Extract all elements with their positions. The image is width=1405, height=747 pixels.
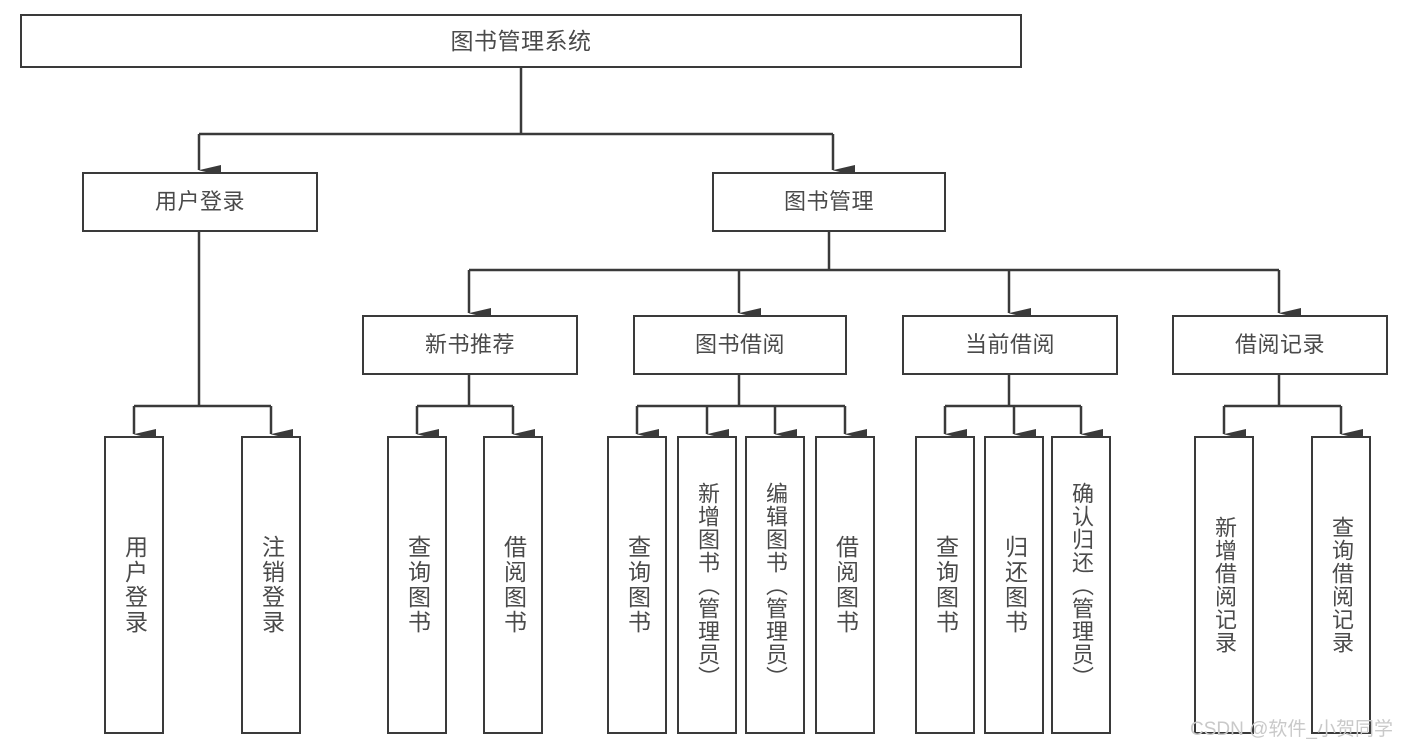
node-leaf-add-book[interactable]: 新增图书（管理员） [677,436,737,734]
node-root-label: 图书管理系统 [450,27,592,54]
node-leaf-borrow-book-2-label: 借阅图书 [832,535,859,635]
node-new-book-rec[interactable]: 新书推荐 [362,315,578,375]
node-leaf-confirm-return[interactable]: 确认归还（管理员） [1051,436,1111,734]
node-new-book-rec-label: 新书推荐 [424,332,515,358]
node-current-borrow[interactable]: 当前借阅 [902,315,1118,375]
node-borrow-record-label: 借阅记录 [1234,332,1325,358]
node-leaf-user-logout[interactable]: 注销登录 [241,436,301,734]
node-leaf-borrow-book-1[interactable]: 借阅图书 [483,436,543,734]
csdn-watermark: CSDN @软件_小贺同学 [1190,719,1393,740]
node-borrow-record[interactable]: 借阅记录 [1172,315,1388,375]
node-leaf-query-record-label: 查询借阅记录 [1329,516,1354,654]
node-leaf-return-book[interactable]: 归还图书 [984,436,1044,734]
node-leaf-borrow-book-1-label: 借阅图书 [500,535,527,635]
node-book-manage-label: 图书管理 [783,189,874,215]
node-leaf-borrow-book-2[interactable]: 借阅图书 [815,436,875,734]
node-root[interactable]: 图书管理系统 [20,14,1022,68]
node-leaf-edit-book[interactable]: 编辑图书（管理员） [745,436,805,734]
node-user-login[interactable]: 用户登录 [82,172,318,232]
node-leaf-add-record-label: 新增借阅记录 [1212,516,1237,654]
node-user-login-label: 用户登录 [154,189,245,215]
node-leaf-confirm-return-label: 确认归还（管理员） [1069,481,1094,689]
node-leaf-user-logout-label: 注销登录 [258,535,285,635]
node-leaf-query-book-2[interactable]: 查询图书 [607,436,667,734]
node-leaf-query-record[interactable]: 查询借阅记录 [1311,436,1371,734]
node-leaf-query-book-3[interactable]: 查询图书 [915,436,975,734]
node-leaf-query-book-1[interactable]: 查询图书 [387,436,447,734]
node-book-borrow-label: 图书借阅 [694,332,785,358]
node-leaf-query-book-1-label: 查询图书 [404,535,431,635]
node-leaf-user-login-label: 用户登录 [121,535,148,635]
node-book-borrow[interactable]: 图书借阅 [633,315,847,375]
node-leaf-add-record[interactable]: 新增借阅记录 [1194,436,1254,734]
node-leaf-edit-book-label: 编辑图书（管理员） [763,481,788,689]
node-leaf-query-book-3-label: 查询图书 [932,535,959,635]
node-current-borrow-label: 当前借阅 [964,332,1055,358]
node-leaf-add-book-label: 新增图书（管理员） [695,481,720,689]
node-leaf-query-book-2-label: 查询图书 [624,535,651,635]
node-leaf-user-login[interactable]: 用户登录 [104,436,164,734]
node-book-manage[interactable]: 图书管理 [712,172,946,232]
node-leaf-return-book-label: 归还图书 [1001,535,1028,635]
